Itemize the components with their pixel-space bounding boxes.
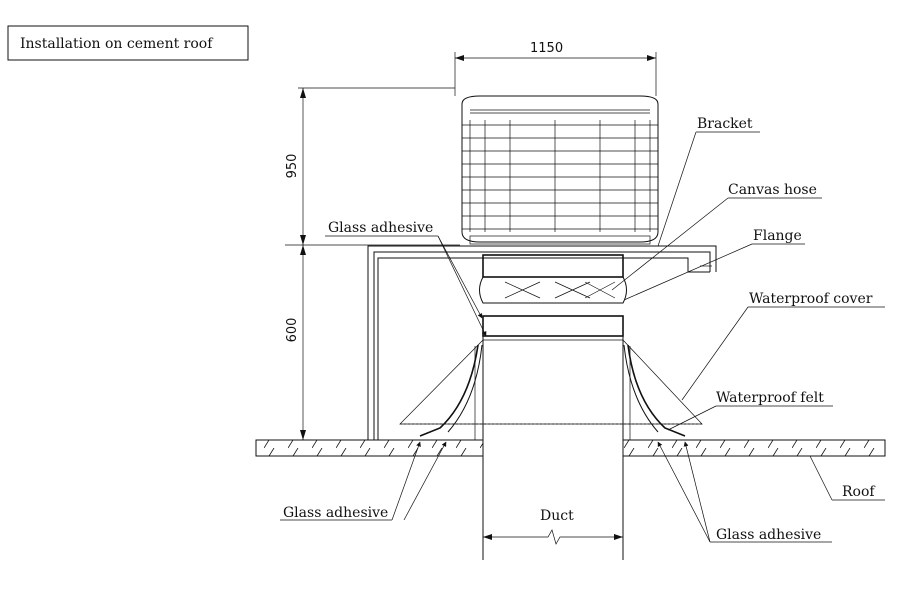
height-base-label: 600: [285, 318, 300, 343]
title-box: [7, 25, 249, 61]
label-glass-adhesive-top: Glass adhesive: [328, 220, 433, 236]
width-label: 1150: [530, 41, 563, 56]
label-duct: Duct: [540, 508, 574, 524]
bracket: [367, 245, 717, 440]
leader-lines: [280, 131, 885, 543]
label-flange: Flange: [753, 228, 802, 244]
label-roof: Roof: [842, 484, 876, 500]
title: Installation on cement roof: [20, 36, 214, 52]
height-unit-label: 950: [285, 154, 300, 179]
roof-slab: [255, 439, 886, 457]
duct-break-line: [483, 529, 623, 545]
width-dimension: 1150: [454, 41, 657, 96]
duct: [474, 336, 631, 560]
air-cooler-unit: [461, 95, 659, 245]
label-canvas-hose: Canvas hose: [728, 182, 817, 198]
label-waterproof-felt: Waterproof felt: [716, 390, 824, 406]
label-bracket: Bracket: [697, 116, 753, 132]
waterproof-cover: [399, 339, 703, 425]
height-dimensions: 950 600: [285, 87, 460, 441]
label-glass-adhesive-right: Glass adhesive: [716, 527, 821, 543]
flange-and-canvas-hose: [479, 254, 627, 341]
label-waterproof-cover: Waterproof cover: [749, 291, 873, 307]
cooler-louvers: [462, 120, 658, 232]
waterproof-felt: [419, 344, 686, 437]
label-glass-adhesive-left: Glass adhesive: [283, 505, 388, 521]
